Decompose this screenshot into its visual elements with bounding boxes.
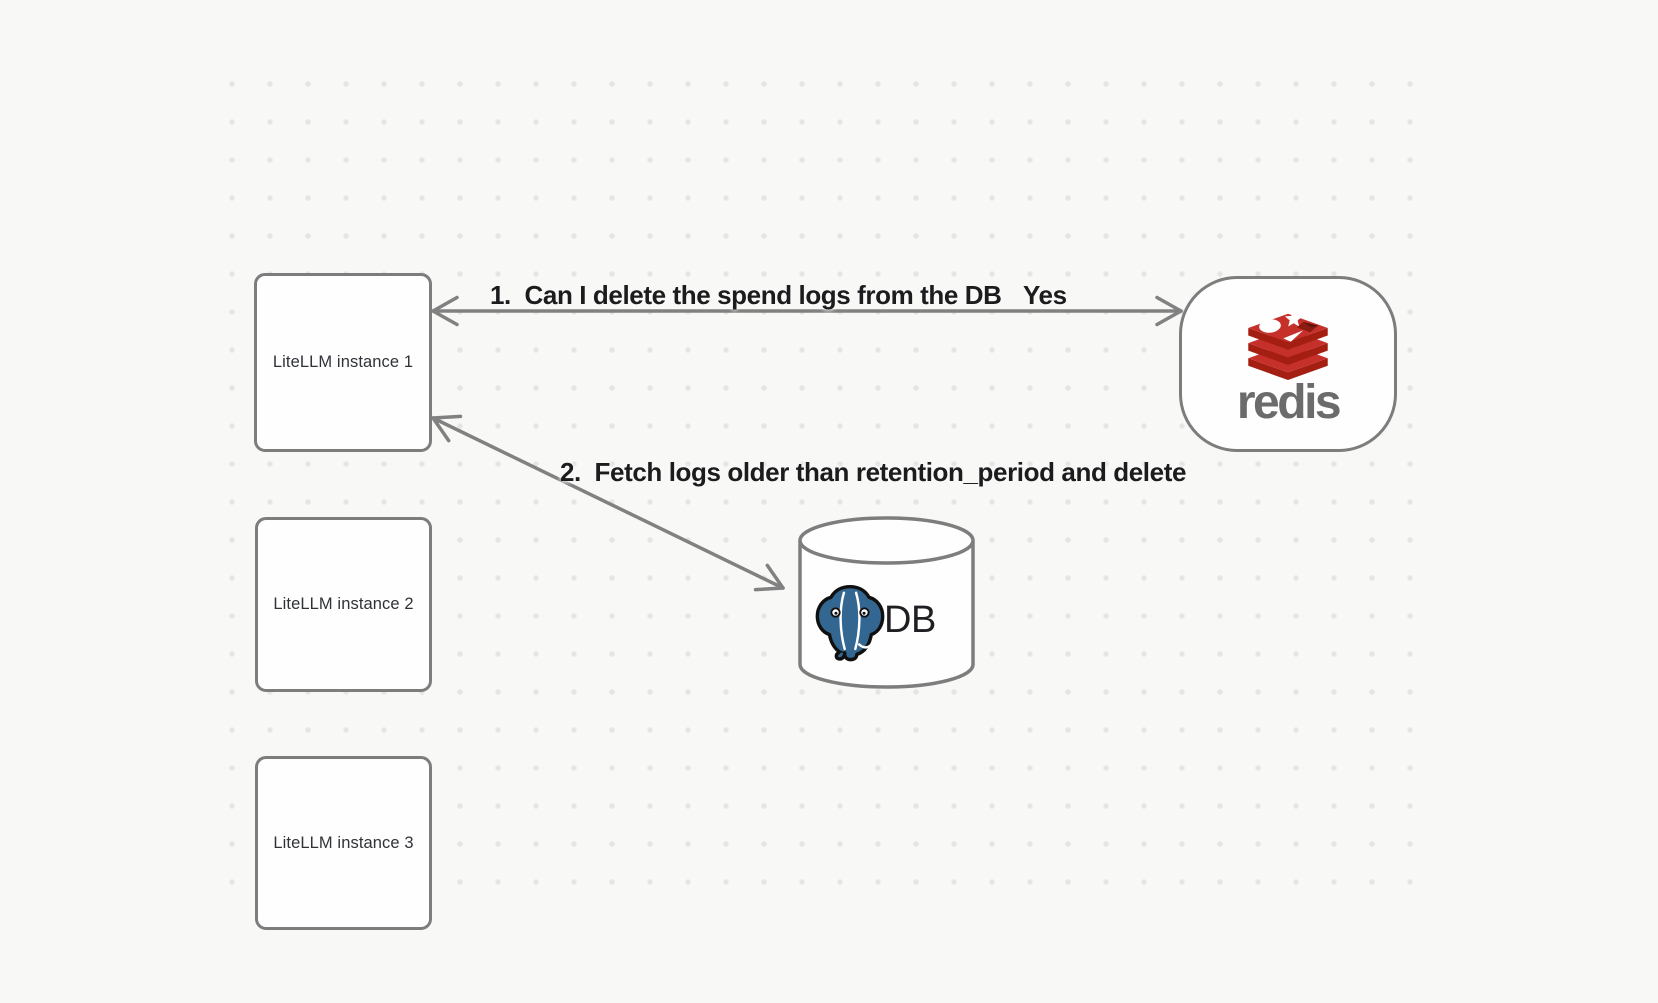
node-litellm-instance-1[interactable]: LiteLLM instance 1 (254, 273, 432, 452)
node-label: LiteLLM instance 2 (273, 595, 414, 613)
arrow-can-delete-spend-logs[interactable] (431, 295, 1183, 327)
arrow1-response-label[interactable]: Yes (1023, 280, 1067, 310)
arrow1-label[interactable]: 1. Can I delete the spend logs from the … (490, 280, 1002, 310)
db-node-content: DB (810, 580, 970, 664)
redis-wordmark: redis (1236, 375, 1342, 429)
node-litellm-instance-2[interactable]: LiteLLM instance 2 (255, 517, 432, 692)
db-node-label: DB (884, 599, 936, 641)
arrow2-label[interactable]: 2. Fetch logs older than retention_perio… (560, 457, 1187, 487)
node-label: LiteLLM instance 1 (272, 353, 414, 371)
node-litellm-instance-3[interactable]: LiteLLM instance 3 (255, 756, 432, 930)
node-redis[interactable]: redis (1179, 276, 1397, 452)
redis-logo-icon (1248, 309, 1328, 380)
node-label: LiteLLM instance 3 (273, 833, 414, 852)
postgresql-logo-icon (815, 584, 885, 662)
arrow-fetch-logs-delete[interactable] (427, 406, 789, 600)
